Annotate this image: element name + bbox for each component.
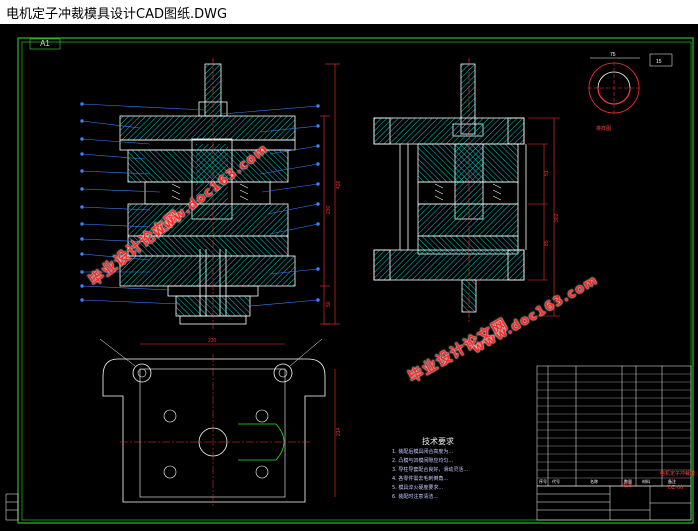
side-dim-overall: 302: [554, 213, 560, 222]
parts-list-header-cell: 名称: [590, 478, 598, 484]
cad-viewport[interactable]: 426 230 50: [0, 24, 698, 531]
front-dim-overall: 426: [336, 180, 342, 189]
tech-item: 1. 装配后模具闭合高度为...: [392, 449, 454, 455]
detail-dim-step: 15: [656, 59, 662, 65]
parts-list-header-cell: 备注: [668, 478, 676, 484]
sheet-size-box: [29, 38, 61, 50]
tech-requirements-list: 1. 装配后模具闭合高度为... 2. 凸模与凹模间隙应均匀... 3. 导柱导…: [392, 448, 517, 502]
parts-list-header-cell: 数量: [624, 478, 632, 484]
plan-dim-width: 220: [208, 338, 217, 344]
front-dim-body: 230: [326, 205, 332, 214]
detail-strip-view: 75 15: [588, 52, 673, 114]
tech-item: 4. 各零件需去毛刺倒角...: [392, 476, 449, 482]
detail-dim-width: 75: [610, 52, 616, 58]
plan-view: 220 214: [99, 338, 342, 506]
sheet-size-label: A1: [40, 39, 50, 48]
parts-list-header-cell: 材料: [642, 478, 650, 484]
drawing-outer-frame: [17, 37, 694, 524]
detail-view-label: 排样图: [596, 126, 612, 132]
cad-drawing: 426 230 50: [5, 37, 694, 524]
tech-item: 5. 模具淬火硬度要求...: [392, 485, 444, 491]
title-block-drawing-code: DZ-00: [668, 485, 684, 491]
revision-box: [5, 493, 19, 521]
title-block: [536, 485, 692, 521]
plan-dim-height: 214: [336, 427, 342, 436]
window-title: 电机定子冲裁模具设计CAD图纸.DWG: [6, 7, 228, 22]
title-block-school: 湘潭: [622, 483, 633, 489]
parts-list-header-cell: 代号: [552, 478, 560, 484]
parts-list: [536, 365, 692, 487]
parts-list-rows: [537, 373, 691, 479]
side-dim-lower: 85: [544, 240, 550, 246]
tech-item: 6. 装配时注意清洁...: [392, 494, 439, 500]
front-dim-base: 50: [326, 301, 332, 307]
drawing-inner-frame: [21, 41, 692, 521]
window-titlebar: 电机定子冲裁模具设计CAD图纸.DWG: [0, 0, 698, 24]
parts-list-header-cell: 序号: [539, 478, 547, 484]
side-dim-upper: 51: [544, 170, 550, 176]
tech-item: 3. 导柱导套配合良好，滑动灵活...: [392, 467, 469, 473]
tech-requirements-title: 技术要求: [422, 437, 454, 446]
title-block-drawing-name: 电机定子冲裁模: [660, 471, 696, 477]
front-section-view: 426 230 50: [80, 58, 342, 329]
side-section-view: 51 302 85: [373, 58, 560, 324]
parts-list-header: 序号代号 名称 数量 材料 备注: [539, 478, 676, 484]
tech-item: 2. 凸模与凹模间隙应均匀...: [392, 458, 454, 464]
